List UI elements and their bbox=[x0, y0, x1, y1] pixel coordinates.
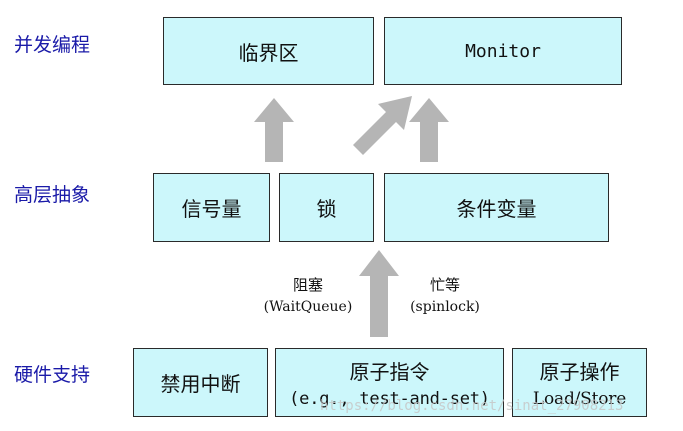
monitor-label: Monitor bbox=[465, 40, 541, 62]
row-label-high-level-abstraction: 高层抽象 bbox=[14, 184, 91, 206]
semaphore-label: 信号量 bbox=[181, 197, 242, 221]
monitor-box: Monitor bbox=[384, 17, 622, 85]
disable-interrupts-label: 禁用中断 bbox=[160, 372, 241, 396]
blocking-title: 阻塞 bbox=[292, 276, 323, 294]
disable-interrupts-box: 禁用中断 bbox=[133, 348, 268, 417]
atomic-operation-label: 原子操作 bbox=[539, 360, 620, 384]
arrow-semaphore-to-critical-section bbox=[254, 98, 294, 162]
watermark-text: https://blog.csdn.net/sinat_27908213 bbox=[320, 398, 624, 414]
critical-section-box: 临界区 bbox=[163, 17, 374, 85]
critical-section-label: 临界区 bbox=[238, 40, 299, 65]
row-label-concurrent-programming: 并发编程 bbox=[14, 34, 91, 56]
arrow-hardware-to-high-level bbox=[359, 250, 399, 337]
atomic-instruction-label: 原子指令 bbox=[349, 360, 430, 384]
atomic-operation-example: Load/Store bbox=[532, 389, 627, 409]
atomic-operation-box: 原子操作 Load/Store bbox=[512, 348, 647, 417]
lock-label: 锁 bbox=[316, 197, 337, 221]
busy-wait-title: 忙等 bbox=[429, 276, 460, 294]
blocking-label: 阻塞 (WaitQueue) bbox=[250, 274, 366, 318]
lock-box: 锁 bbox=[279, 173, 374, 242]
atomic-instruction-box: 原子指令 (e.g., test-and-set) bbox=[275, 348, 504, 417]
busy-wait-label: 忙等 (spinlock) bbox=[392, 274, 498, 318]
blocking-waitqueue: (WaitQueue) bbox=[263, 299, 353, 315]
row-label-hardware-support: 硬件支持 bbox=[14, 364, 91, 386]
arrow-lock-to-monitor bbox=[353, 96, 412, 155]
condition-variable-label: 条件变量 bbox=[456, 197, 537, 221]
condition-variable-box: 条件变量 bbox=[384, 173, 609, 242]
busy-wait-spinlock: (spinlock) bbox=[410, 299, 480, 315]
arrow-condition-variable-to-monitor bbox=[409, 98, 449, 162]
atomic-instruction-example: (e.g., test-and-set) bbox=[289, 389, 490, 409]
semaphore-box: 信号量 bbox=[153, 173, 270, 242]
